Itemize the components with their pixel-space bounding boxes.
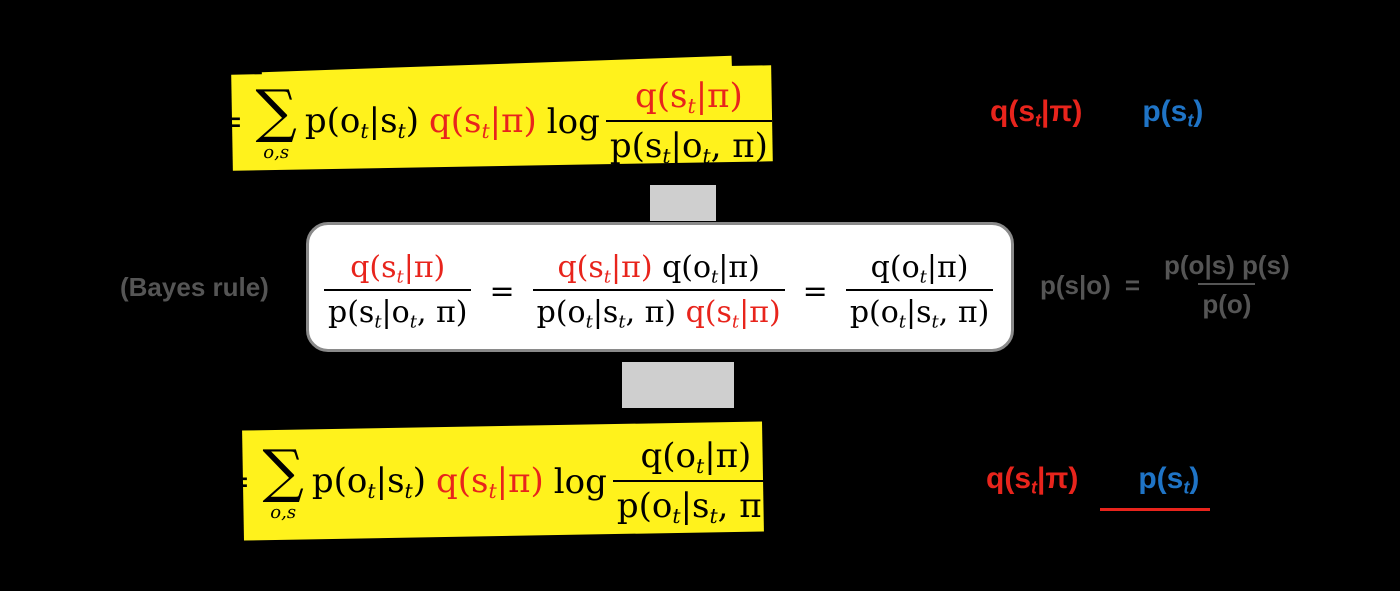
bottom-p-o-s: p(ot|st) — [311, 461, 426, 504]
bottom-q-s-pi: q(st|π) — [435, 461, 544, 504]
top-log: log — [546, 102, 600, 143]
bottom-right-equation: q(st|π) p(st) — [800, 462, 1199, 498]
mid-eq-1: = — [489, 273, 515, 309]
top-prefix: = — [215, 102, 244, 143]
down-arrow-bottom — [622, 362, 734, 408]
bayes-frac-den: p(o) — [1198, 283, 1256, 320]
mid-frac-3-den: p(ot|st, π) — [845, 289, 994, 333]
top-right-p: p(st) — [1142, 95, 1204, 131]
mid-frac-2-num: q(st|π) q(ot|π) — [557, 250, 760, 288]
top-sum-symbol: ∑ — [255, 76, 297, 145]
bayes-rule-formula: p(s|o) = p(o|s) p(s) p(o) — [1040, 250, 1300, 320]
top-right-q: q(st|π) — [990, 95, 1083, 131]
bayes-box — [306, 222, 1014, 352]
bottom-right-q: q(st|π) — [986, 462, 1079, 498]
mid-frac-2: q(st|π) q(ot|π) p(ot|st, π) q(st|π) — [532, 250, 785, 333]
top-sum: ∑ o,s — [256, 82, 297, 163]
top-equation: = ∑ o,s p(ot|st) q(st|π) log q(st|π) p(s… — [215, 76, 778, 168]
bottom-sum-sub: o,s — [270, 501, 297, 523]
bottom-fraction-num: q(ot|π) — [640, 436, 752, 479]
bayes-frac: p(o|s) p(s) p(o) — [1160, 250, 1294, 320]
bottom-log: log — [553, 462, 607, 503]
top-p-o-s: p(ot|st) — [304, 101, 419, 144]
bayes-frac-num: p(o|s) p(s) — [1164, 250, 1290, 280]
middle-equation: q(st|π) p(st|ot, π) = q(st|π) q(ot|π) p(… — [318, 250, 999, 333]
bottom-right-p: p(st) — [1138, 462, 1200, 498]
mid-frac-1-num: q(st|π) — [350, 250, 446, 288]
bottom-right-underline — [1100, 508, 1210, 511]
top-right-equation: q(st|π) p(st) — [800, 95, 1203, 131]
top-fraction-den: p(st|ot, π) — [605, 120, 772, 168]
mid-frac-2-den: p(ot|st, π) q(st|π) — [532, 289, 785, 333]
top-q-s-pi: q(st|π) — [428, 101, 537, 144]
bottom-sum: ∑ o,s — [263, 442, 304, 523]
down-arrow-top — [650, 185, 716, 221]
top-fraction: q(st|π) p(st|ot, π) — [605, 76, 772, 168]
mid-frac-3: q(ot|π) p(ot|st, π) — [845, 250, 994, 333]
bottom-sum-symbol: ∑ — [262, 436, 304, 505]
bottom-prefix: = — [222, 462, 251, 503]
bottom-fraction-den: p(ot|st, π) — [612, 480, 779, 528]
bottom-fraction: q(ot|π) p(ot|st, π) — [612, 436, 779, 528]
mid-frac-1: q(st|π) p(st|ot, π) — [324, 250, 472, 333]
top-sum-sub: o,s — [263, 141, 290, 163]
bayes-rule-label: (Bayes rule) — [120, 272, 269, 302]
bottom-equation: = ∑ o,s p(ot|st) q(st|π) log q(ot|π) p(o… — [222, 436, 785, 528]
bayes-lhs: p(s|o) — [1040, 269, 1111, 300]
top-fraction-num: q(st|π) — [635, 76, 743, 119]
mid-frac-1-den: p(st|ot, π) — [324, 289, 472, 333]
mid-frac-3-num: q(ot|π) — [870, 250, 969, 288]
bayes-eq: = — [1124, 269, 1141, 300]
mid-eq-2: = — [802, 273, 828, 309]
